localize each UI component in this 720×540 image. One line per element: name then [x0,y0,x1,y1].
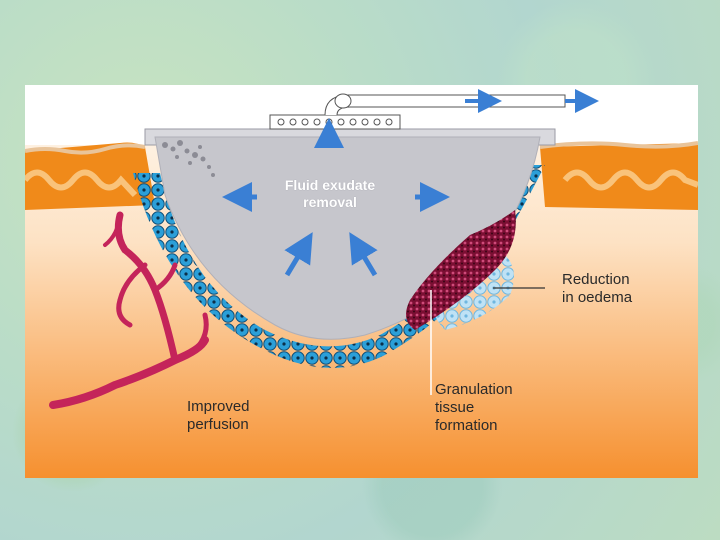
diagram-panel: Fluid exudate removal Reduction in oedem… [25,85,698,478]
cell-layer [133,165,545,368]
center-label: Fluid exudate removal [284,177,376,210]
dermal-papillae-left [25,169,138,198]
skin-surface-left [25,143,146,155]
skin-surface-right [539,141,698,149]
granulation-label: Granulation tissue formation [435,381,513,434]
dermal-papillae-right [562,169,698,191]
granulation-tissue [406,210,516,330]
reduction-label: Reduction in oedema [562,271,633,306]
drainage-arrows [222,118,450,277]
perfusion-label: Improved perfusion [187,398,250,433]
wound-diagram [25,85,698,478]
blood-vessel [49,211,209,409]
debris [162,140,215,177]
